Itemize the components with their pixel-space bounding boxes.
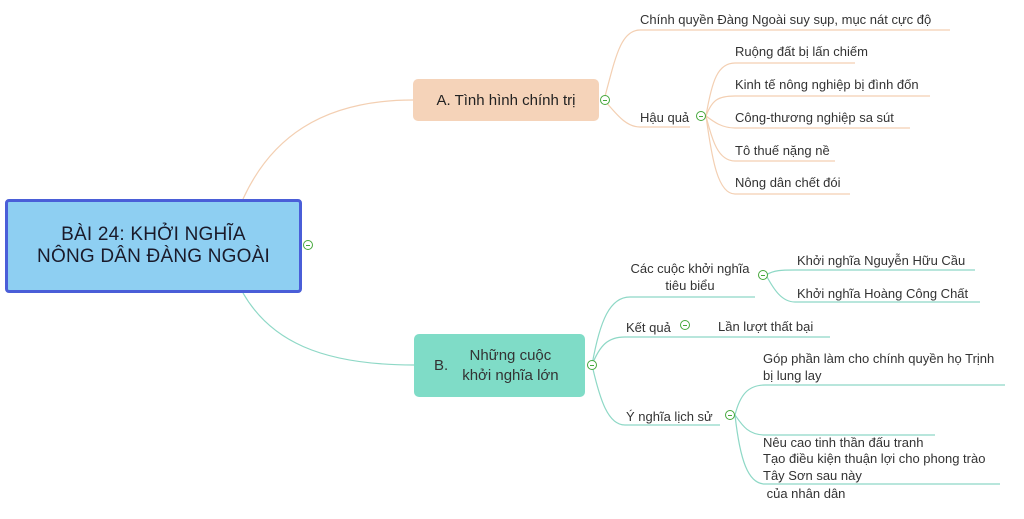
uprisings-label-line1: Các cuộc khởi nghĩa	[630, 261, 750, 276]
significance-item-2-line2: của nhân dân	[763, 486, 846, 501]
uprising-item-1[interactable]: Khởi nghĩa Nguyễn Hữu Cầu	[797, 253, 966, 268]
uprisings-label-line2: tiêu biểu	[665, 278, 715, 293]
significance-item-1-line2: bị lung lay	[763, 368, 822, 383]
collapse-toggle-icon[interactable]	[758, 270, 768, 280]
consequence-item-3[interactable]: Công-thương nghiệp sa sút	[735, 110, 894, 125]
connector-lines	[242, 29, 1005, 485]
central-topic-line1: BÀI 24: KHỞI NGHĨA	[61, 224, 246, 245]
branch-b-title-line1: Những cuộc	[469, 346, 552, 364]
branch-b-title-line2: khởi nghĩa lớn	[462, 366, 559, 384]
significance-item-3-line2: Tây Sơn sau này	[763, 468, 862, 483]
collapse-toggle-icon[interactable]	[303, 240, 313, 250]
central-topic[interactable]: BÀI 24: KHỞI NGHĨA NÔNG DÂN ĐÀNG NGOÀI	[5, 199, 302, 293]
collapse-toggle-icon[interactable]	[696, 111, 706, 121]
branch-a-item-1[interactable]: Chính quyền Đàng Ngoài suy sụp, mục nát …	[640, 12, 932, 27]
significance-item-2[interactable]: Nêu cao tinh thần đấu tranh của nhân dân	[763, 400, 923, 519]
branch-b-topic[interactable]: B. Những cuộc khởi nghĩa lớn	[414, 334, 585, 397]
consequence-item-4[interactable]: Tô thuế nặng nề	[735, 143, 830, 158]
significance-item-3[interactable]: Tạo điều kiện thuận lợi cho phong trào T…	[763, 450, 985, 484]
branch-a-topic[interactable]: A. Tình hình chính trị	[413, 79, 599, 121]
consequence-item-5[interactable]: Nông dân chết đói	[735, 175, 841, 190]
collapse-toggle-icon[interactable]	[725, 410, 735, 420]
collapse-toggle-icon[interactable]	[587, 360, 597, 370]
uprisings-label[interactable]: Các cuộc khởi nghĩa tiêu biểu	[626, 260, 754, 294]
uprising-item-2[interactable]: Khởi nghĩa Hoàng Công Chất	[797, 286, 969, 301]
collapse-toggle-icon[interactable]	[680, 320, 690, 330]
branch-b-prefix: B.	[434, 357, 449, 374]
significance-item-1[interactable]: Góp phần làm cho chính quyền họ Trịnh bị…	[763, 350, 994, 384]
significance-item-2-line1: Nêu cao tinh thần đấu tranh	[763, 435, 924, 450]
consequence-label[interactable]: Hậu quả	[640, 110, 690, 125]
central-topic-line2: NÔNG DÂN ĐÀNG NGOÀI	[37, 246, 270, 267]
consequence-item-1[interactable]: Ruộng đất bị lấn chiếm	[735, 44, 868, 59]
significance-item-1-line1: Góp phần làm cho chính quyền họ Trịnh	[763, 351, 995, 366]
result-value[interactable]: Lần lượt thất bại	[718, 319, 814, 334]
result-label[interactable]: Kết quả	[626, 320, 671, 335]
branch-a-title: A. Tình hình chính trị	[436, 91, 576, 109]
consequence-item-2[interactable]: Kinh tế nông nghiệp bị đình đốn	[735, 77, 919, 92]
collapse-toggle-icon[interactable]	[600, 95, 610, 105]
significance-label[interactable]: Ý nghĩa lịch sử	[626, 409, 713, 424]
significance-item-3-line1: Tạo điều kiện thuận lợi cho phong trào	[763, 451, 986, 466]
